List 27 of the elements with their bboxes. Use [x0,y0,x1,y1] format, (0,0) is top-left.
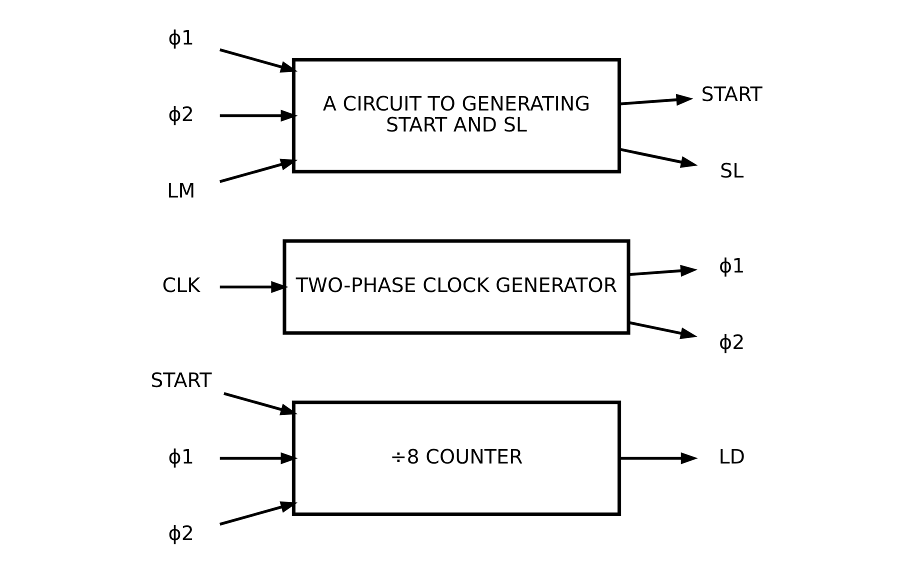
arrow [219,281,288,293]
node-text: ϕ2 [168,522,194,545]
node-box: A CIRCUIT TO GENERATING START AND SL [291,58,621,174]
arrow [628,264,698,277]
arrow [619,94,693,106]
node-text: SL [720,160,744,183]
node-text: ϕ1 [718,254,744,278]
arrow [618,148,698,168]
node-text: ϕ1 [168,446,194,469]
node-text: LM [166,179,195,202]
arrow [219,452,298,464]
node-box: TWO-PHASE CLOCK GENERATOR [282,239,630,335]
node-text: CLK [162,274,200,298]
arrow [628,321,697,340]
node-text: START [700,83,762,106]
arrow [219,110,298,122]
node-box: ÷8 COUNTER [291,400,621,516]
node-text: ϕ2 [718,330,744,354]
arrow [218,48,298,73]
node-text: LD [718,446,745,469]
arrow [218,158,298,184]
arrow [218,501,298,526]
arrow [619,452,698,464]
node-text: START [150,369,212,392]
node-text: ϕ2 [168,102,194,126]
node-text: ϕ1 [168,26,194,50]
arrow [223,392,298,416]
